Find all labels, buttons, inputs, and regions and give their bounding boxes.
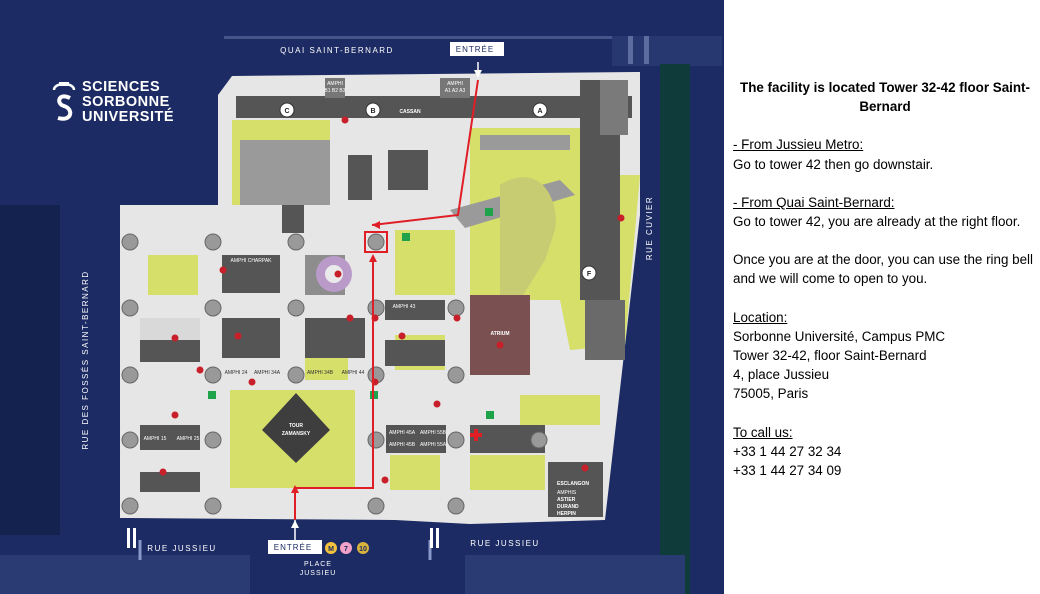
building-a-marker[interactable] [532, 102, 548, 118]
directions-panel: The facility is located Tower 32-42 floo… [724, 0, 1040, 594]
amphi-a-title: AMPHI [447, 81, 463, 87]
amphi-a-lines: A1 A2 A3 [445, 88, 466, 94]
logo-line-1: SCIENCES [82, 79, 161, 95]
location-line: 75005, Paris [733, 386, 809, 402]
from-metro-title: - From Jussieu Metro: [733, 137, 864, 153]
sorbonne-logo-text: SCIENCES SORBONNE UNIVERSITÉ [82, 80, 174, 125]
campus-map-svg: QUAI SAINT-BERNARD ENTRÉE ENTRÉE RUE JUS… [0, 36, 722, 594]
amphi-55b-label: AMPHI 55B [420, 430, 447, 436]
facility-heading: The facility is located Tower 32-42 floo… [740, 80, 1030, 115]
atrium-label: ATRIUM [490, 331, 509, 337]
amphi-34b-label: AMPHI 34B [307, 370, 334, 376]
building-a-label: A [537, 108, 542, 115]
location-line: Tower 32-42, floor Saint-Bernard [733, 348, 927, 364]
amphi-b-lines: B1 B2 B3 [324, 88, 345, 94]
amphi-25-label: AMPHI 25 [177, 436, 200, 442]
entrance-bottom[interactable] [268, 540, 322, 554]
amphi-b-title: AMPHI [327, 81, 343, 87]
call-title: To call us: [733, 424, 793, 440]
location-line: 4, place Jussieu [733, 367, 830, 383]
from-quai-text: Go to tower 42, you are already at the r… [733, 214, 1021, 230]
metro-line-7-badge [340, 542, 352, 554]
place-jussieu-line1: PLACE [304, 561, 332, 568]
building-c-label: C [284, 108, 289, 115]
street-rue-jussieu-left: RUE JUSSIEU [147, 544, 216, 553]
metro-badge [325, 542, 337, 554]
amphi-charpak-label: AMPHI CHARPAK [230, 258, 272, 264]
amphi-45b-label: AMPHI 45B [389, 442, 416, 448]
esclangon-amphis-label: AMPHIS [557, 490, 577, 496]
tour-zamansky-line1: TOUR [289, 423, 303, 429]
destination-tower-32-42[interactable] [364, 231, 388, 253]
amphi-15-label: AMPHI 15 [144, 436, 167, 442]
street-rue-cuvier: RUE CUVIER [645, 196, 654, 260]
amphi-herpin-label: HERPIN [557, 511, 576, 517]
amphi-24-label: AMPHI 24 [225, 370, 248, 376]
metro-m-label: M [328, 546, 334, 553]
building-esclangon [548, 462, 603, 517]
location-line: Sorbonne Université, Campus PMC [733, 328, 946, 344]
entrance-top-label: ENTRÉE [456, 45, 494, 54]
amphi-astier-label: ASTIER [557, 497, 576, 503]
street-rue-des-fosses: RUE DES FOSSÉS SAINT-BERNARD [81, 270, 90, 449]
amphi-durand-label: DURAND [557, 504, 579, 510]
place-jussieu-line2: JUSSIEU [300, 570, 337, 577]
phone-number[interactable]: +33 1 44 27 32 34 [733, 443, 842, 459]
building-cassan [236, 96, 632, 118]
logo-line-3: UNIVERSITÉ [82, 109, 175, 125]
entrance-bottom-label: ENTRÉE [274, 543, 312, 552]
street-rue-jussieu-right: RUE JUSSIEU [470, 539, 539, 548]
building-f-marker[interactable] [581, 265, 597, 281]
campus-map[interactable]: QUAI SAINT-BERNARD ENTRÉE ENTRÉE RUE JUS… [0, 0, 724, 594]
entrance-top[interactable] [450, 42, 504, 56]
amphi-43-label: AMPHI 43 [393, 304, 416, 310]
from-metro-text: Go to tower 42 then go downstair. [733, 156, 934, 172]
from-quai-title: - From Quai Saint-Bernard: [733, 194, 895, 210]
building-f-label: F [587, 271, 592, 278]
amphi-44-label: AMPHI 44 [342, 370, 365, 376]
phone-number[interactable]: +33 1 44 27 34 09 [733, 463, 842, 479]
amphi-55a-label: AMPHI 55A [420, 442, 447, 448]
metro-line-10-badge [357, 542, 369, 554]
door-instructions: Once you are at the door, you can use th… [733, 252, 1033, 287]
tour-zamansky[interactable] [262, 393, 330, 463]
building-b-label: B [370, 108, 375, 115]
directions-text: The facility is located Tower 32-42 floo… [733, 78, 1037, 480]
location-title: Location: [733, 309, 788, 325]
tour-zamansky-line2: ZAMANSKY [282, 431, 311, 437]
metro-line-7-label: 7 [344, 546, 348, 553]
building-b-marker[interactable] [365, 102, 381, 118]
metro-line-10-label: 10 [359, 546, 367, 553]
building-c-marker[interactable] [279, 102, 295, 118]
logo-line-2: SORBONNE [82, 94, 170, 110]
route-paths [294, 79, 479, 520]
amphi-34a-label: AMPHI 34A [254, 370, 281, 376]
sorbonne-logo-emblem [52, 82, 76, 121]
river-bank [660, 64, 690, 594]
esclangon-label: ESCLANGON [557, 481, 589, 487]
cassan-label: CASSAN [399, 109, 421, 115]
street-quai-saint-bernard: QUAI SAINT-BERNARD [280, 46, 394, 55]
atrium-building [470, 295, 530, 375]
amphi-45a-label: AMPHI 45A [389, 430, 416, 436]
facility-markers [159, 116, 625, 484]
